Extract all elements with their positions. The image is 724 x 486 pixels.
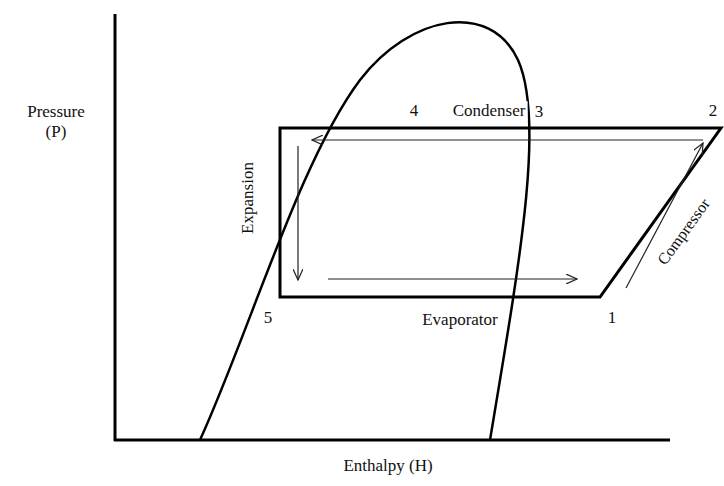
state-point-number: 1	[606, 308, 619, 328]
condenser-flow-arrow	[312, 139, 703, 140]
state-point-number: 5	[262, 308, 275, 328]
state-point-number: 3	[533, 102, 546, 122]
enthalpy-axis	[114, 439, 670, 442]
evaporator-flow-arrow	[328, 278, 577, 279]
axis-title: Pressure (P)	[17, 102, 95, 141]
refrigeration-cycle	[280, 128, 721, 297]
process-name: Evaporator	[420, 310, 500, 330]
state-point-number: 2	[707, 101, 720, 121]
process-name: Expansion	[238, 160, 258, 236]
axis-title: Enthalpy (H)	[341, 456, 434, 476]
process-name: Condenser	[451, 101, 528, 121]
pressure-axis	[114, 14, 117, 441]
state-point-number: 4	[408, 101, 421, 121]
process-name: Compressor	[653, 194, 716, 271]
saturation-dome	[200, 22, 530, 440]
expansion-flow-arrow	[297, 146, 298, 280]
